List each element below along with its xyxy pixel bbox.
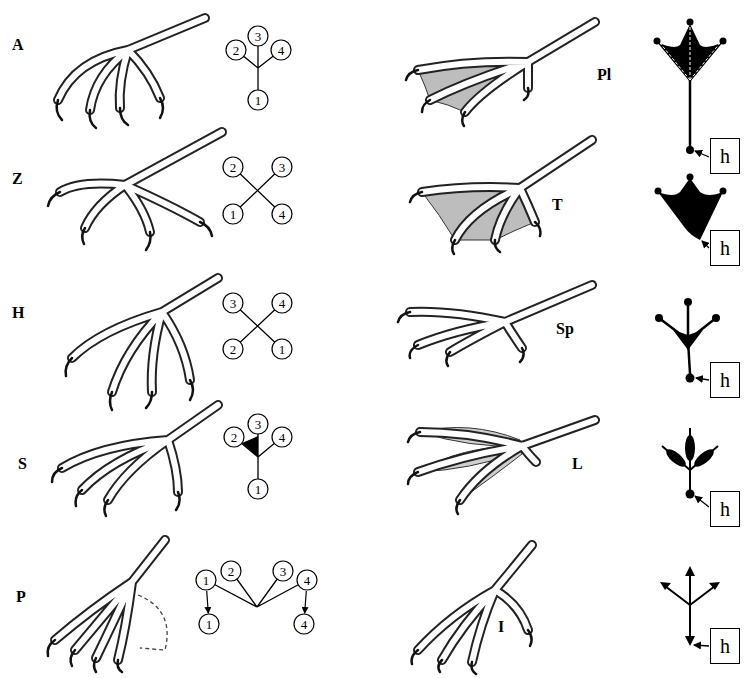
callout-box: h bbox=[710, 362, 740, 398]
callout-letter: h bbox=[720, 369, 730, 391]
circle-shape bbox=[294, 614, 314, 634]
toe-number: 1 bbox=[198, 613, 220, 635]
toe-circle: 2 bbox=[225, 39, 247, 61]
toe-number: 1 bbox=[247, 478, 269, 500]
circle-shape bbox=[226, 40, 246, 60]
toe-circle: 4 bbox=[270, 39, 292, 61]
toe-number: 2 bbox=[222, 156, 244, 178]
toe-number: 2 bbox=[223, 426, 245, 448]
circle-shape bbox=[224, 427, 244, 447]
circle-shape bbox=[271, 40, 291, 60]
circle-shape bbox=[273, 561, 293, 581]
circle-shape bbox=[221, 561, 241, 581]
toe-circle: 3 bbox=[272, 560, 294, 582]
figure-letter: Z bbox=[12, 170, 23, 188]
circle-shape bbox=[199, 614, 219, 634]
toe-number: 4 bbox=[270, 39, 292, 61]
figure-letter: Pl bbox=[597, 66, 611, 84]
toe-number: 3 bbox=[247, 413, 269, 435]
circle-shape bbox=[223, 204, 243, 224]
toe-number: 4 bbox=[296, 569, 318, 591]
figure-letter: L bbox=[572, 455, 583, 473]
toe-circle: 1 bbox=[198, 613, 220, 635]
toe-number: 2 bbox=[225, 39, 247, 61]
figure-letter: T bbox=[552, 196, 563, 214]
circle-shape bbox=[272, 293, 292, 313]
toe-circle: 4 bbox=[271, 203, 293, 225]
toe-number: 1 bbox=[222, 203, 244, 225]
toe-circle: 2 bbox=[222, 338, 244, 360]
toe-number: 4 bbox=[271, 292, 293, 314]
circle-shape bbox=[297, 570, 317, 590]
figure-letter: H bbox=[12, 304, 24, 322]
circle-shape bbox=[248, 414, 268, 434]
toe-circle: 2 bbox=[220, 560, 242, 582]
circle-shape bbox=[196, 570, 216, 590]
figure-letter: Sp bbox=[556, 320, 574, 338]
figure-letter: P bbox=[16, 588, 26, 606]
toe-number: 1 bbox=[195, 569, 217, 591]
toe-circle: 4 bbox=[271, 426, 293, 448]
toe-circle: 2 bbox=[223, 426, 245, 448]
footprint-silhouette bbox=[654, 19, 727, 647]
circle-shape bbox=[272, 339, 292, 359]
circle-shape bbox=[272, 157, 292, 177]
toe-number: 4 bbox=[271, 426, 293, 448]
toe-number: 2 bbox=[220, 560, 242, 582]
toe-circle: 1 bbox=[222, 203, 244, 225]
toe-circle: 1 bbox=[195, 569, 217, 591]
callout-letter: h bbox=[720, 635, 730, 657]
toe-circle: 1 bbox=[247, 478, 269, 500]
fused-toe-mark bbox=[242, 436, 258, 457]
callout-letter: h bbox=[720, 237, 730, 259]
toe-circle: 1 bbox=[247, 89, 269, 111]
callout-letter: h bbox=[720, 498, 730, 520]
toe-circle: 4 bbox=[293, 613, 315, 635]
toe-number: 1 bbox=[247, 89, 269, 111]
toe-circle: 2 bbox=[222, 156, 244, 178]
toe-number: 4 bbox=[271, 203, 293, 225]
figure-letter: I bbox=[498, 618, 504, 636]
toe-circle: 3 bbox=[271, 156, 293, 178]
toe-number: 3 bbox=[272, 560, 294, 582]
toe-circle: 4 bbox=[296, 569, 318, 591]
callout-letter: h bbox=[720, 145, 730, 167]
leader-arrow bbox=[694, 151, 709, 646]
circle-shape bbox=[223, 293, 243, 313]
callout-box: h bbox=[710, 628, 740, 664]
toe-circle: 3 bbox=[247, 413, 269, 435]
toe-circle: 4 bbox=[271, 292, 293, 314]
circle-shape bbox=[248, 26, 268, 46]
toe-circle: 3 bbox=[247, 25, 269, 47]
circle-shape bbox=[248, 90, 268, 110]
toe-shift-arrow bbox=[305, 591, 307, 613]
toe-number: 3 bbox=[247, 25, 269, 47]
toe-shift-arrow bbox=[207, 591, 209, 613]
circle-shape bbox=[223, 339, 243, 359]
circle-shape bbox=[248, 479, 268, 499]
toe-number: 1 bbox=[271, 338, 293, 360]
toe-number: 3 bbox=[271, 156, 293, 178]
foot-drawing bbox=[398, 22, 595, 674]
toe-circle: 3 bbox=[222, 292, 244, 314]
callout-box: h bbox=[710, 138, 740, 174]
callout-box: h bbox=[710, 491, 740, 527]
circle-shape bbox=[272, 427, 292, 447]
figure-letter: A bbox=[12, 36, 24, 54]
circle-shape bbox=[272, 204, 292, 224]
toe-number: 2 bbox=[222, 338, 244, 360]
toe-number: 3 bbox=[222, 292, 244, 314]
toe-number: 4 bbox=[293, 613, 315, 635]
circle-shape bbox=[223, 157, 243, 177]
toe-spokes bbox=[206, 36, 307, 607]
foot-drawing bbox=[48, 18, 222, 672]
figure-letter: S bbox=[18, 455, 27, 473]
callout-box: h bbox=[710, 230, 740, 266]
toe-circle: 1 bbox=[271, 338, 293, 360]
